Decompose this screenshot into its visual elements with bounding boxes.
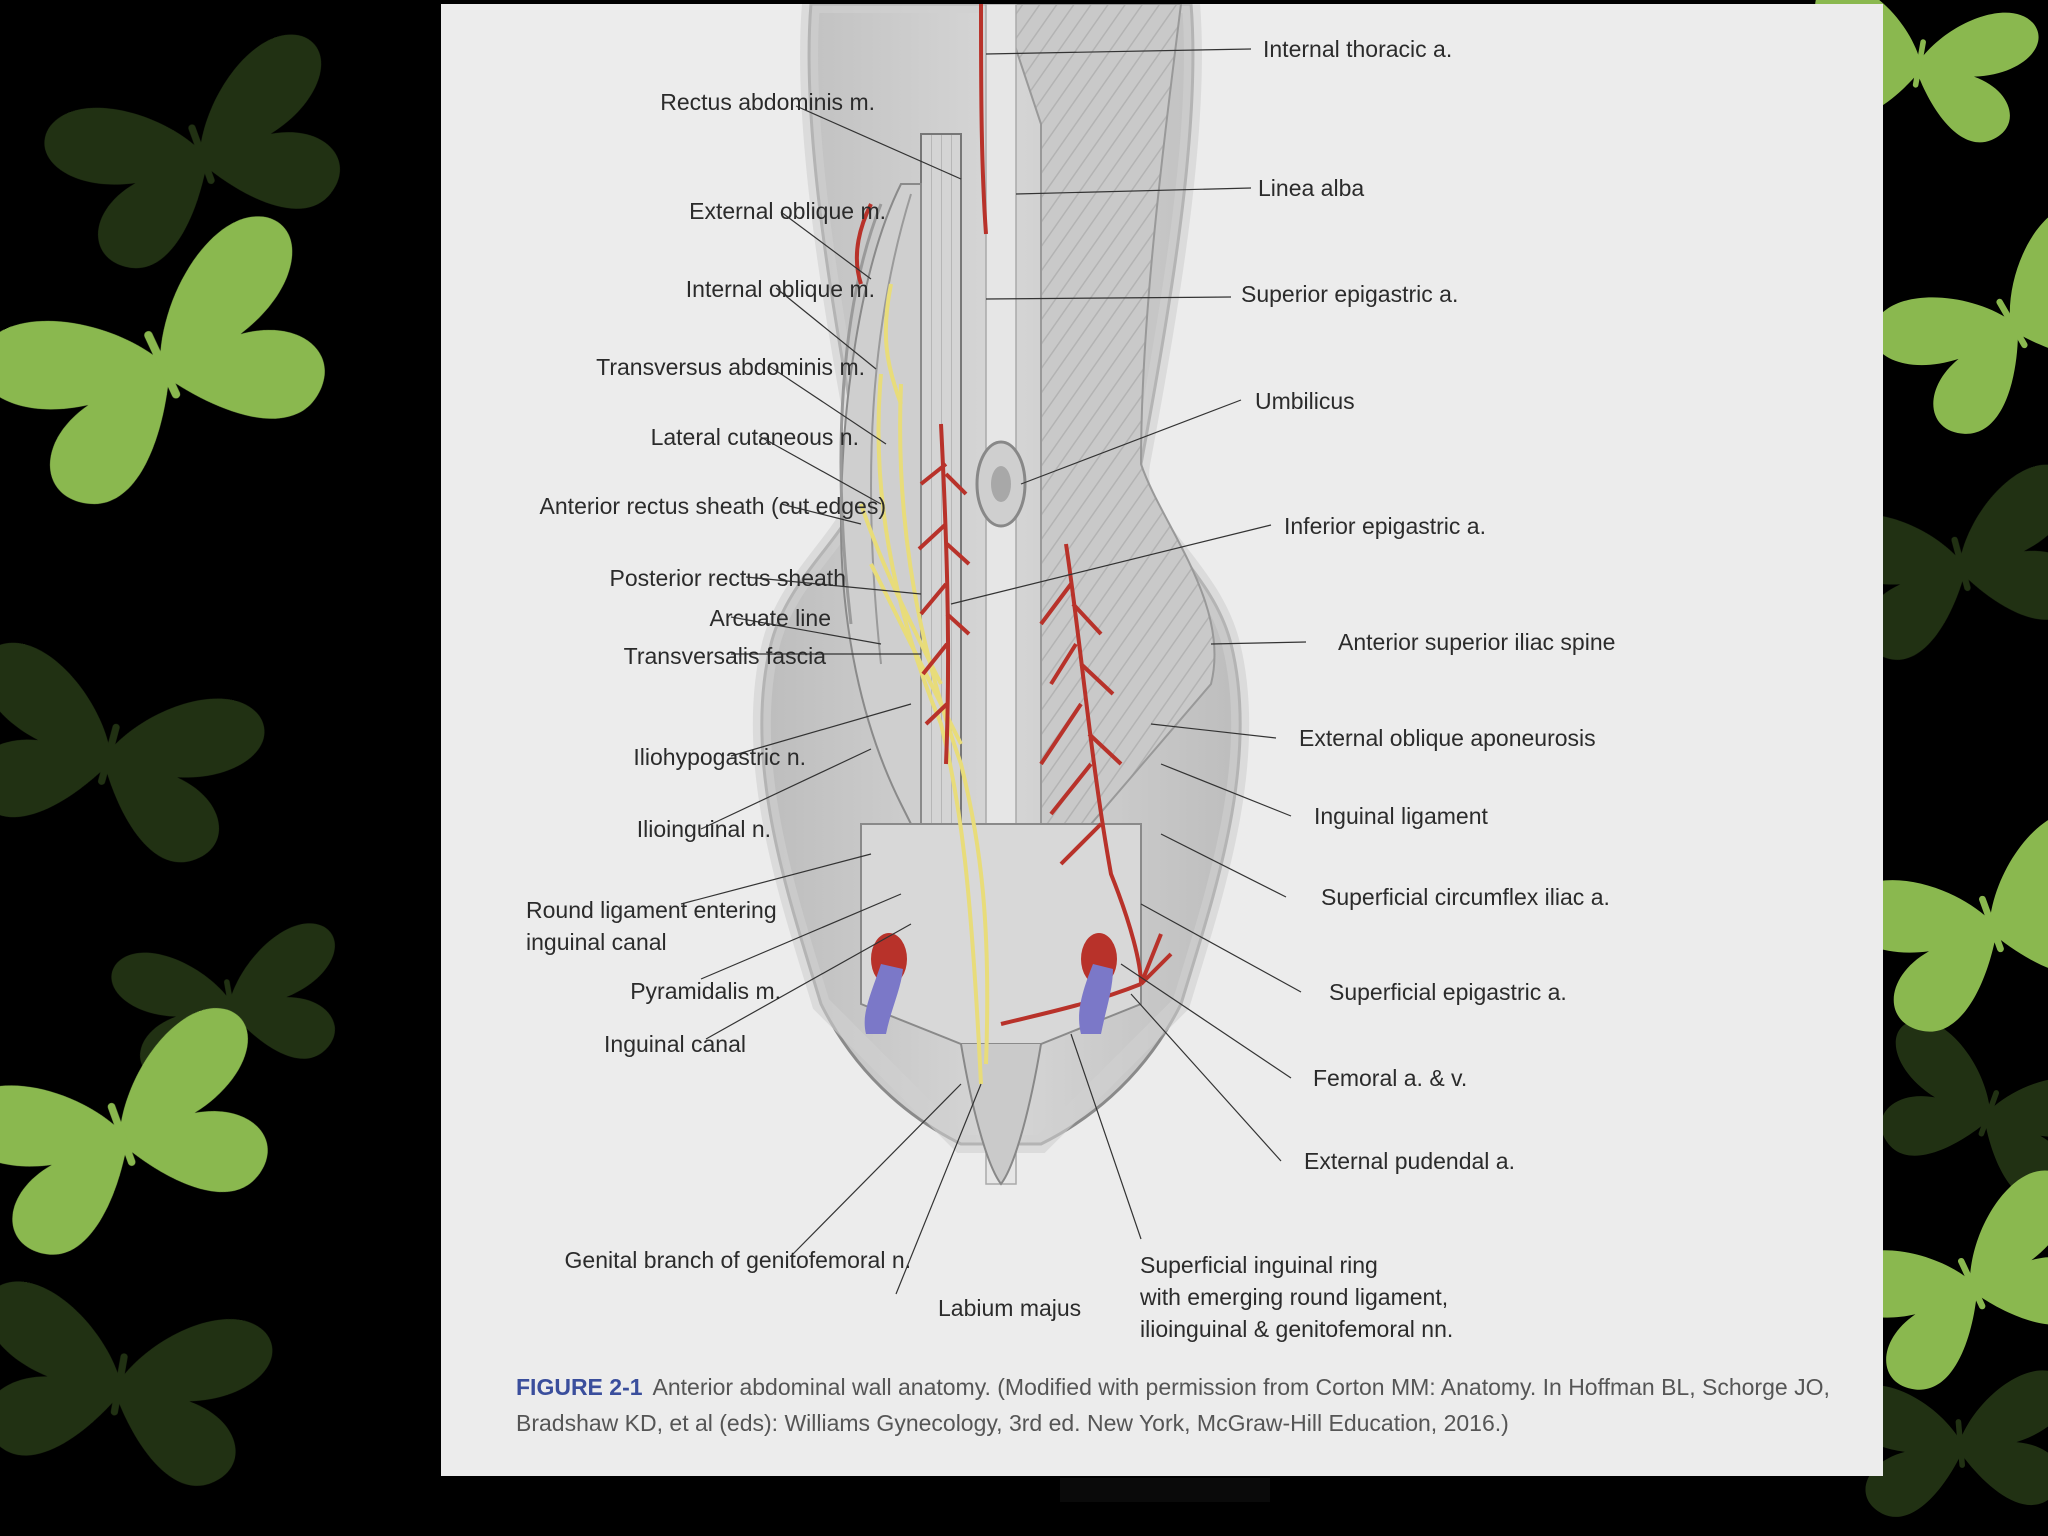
- figure-number: FIGURE 2-1: [516, 1374, 643, 1400]
- label-superficial-inguinal-ring-1: Superficial inguinal ring: [1140, 1252, 1378, 1278]
- external-oblique-muscle-right: [999, 4, 1216, 846]
- femoral-vessels-right: [1079, 933, 1117, 1034]
- label-superficial-inguinal-ring-3: ilioinguinal & genitofemoral nn.: [1140, 1316, 1453, 1342]
- label-internal-thoracic: Internal thoracic a.: [1263, 36, 1452, 62]
- label-round-ligament-1: Round ligament entering: [526, 897, 777, 923]
- label-posterior-rectus-sheath: Posterior rectus sheath: [609, 565, 846, 591]
- butterfly-icon: [0, 635, 272, 877]
- rectus-abdominis-muscle: [920, 133, 962, 845]
- lateral-wall-layers: [839, 183, 922, 845]
- label-linea-alba: Linea alba: [1258, 175, 1364, 201]
- label-pyramidalis: Pyramidalis m.: [630, 978, 781, 1004]
- label-ilioinguinal: Ilioinguinal n.: [637, 816, 771, 842]
- butterfly-icon: [1862, 193, 2048, 456]
- label-transversalis-fascia: Transversalis fascia: [624, 643, 827, 669]
- label-inferior-epigastric: Inferior epigastric a.: [1284, 513, 1486, 539]
- label-femoral-a-v: Femoral a. & v.: [1313, 1065, 1467, 1091]
- arteries: [854, 4, 1173, 1026]
- label-arcuate-line: Arcuate line: [710, 605, 831, 631]
- label-labium-majus: Labium majus: [938, 1295, 1081, 1321]
- label-external-pudendal: External pudendal a.: [1304, 1148, 1515, 1174]
- label-anterior-rectus-sheath: Anterior rectus sheath (cut edges): [540, 493, 886, 519]
- label-transversus-abdominis: Transversus abdominis m.: [596, 354, 865, 380]
- label-genital-branch: Genital branch of genitofemoral n.: [565, 1247, 911, 1273]
- label-superficial-inguinal-ring-2: with emerging round ligament,: [1139, 1284, 1448, 1310]
- caption-text: Anterior abdominal wall anatomy. (Modifi…: [516, 1374, 1830, 1436]
- femoral-vessels-left: [864, 933, 907, 1034]
- label-round-ligament-2: inguinal canal: [526, 929, 667, 955]
- label-inguinal-ligament: Inguinal ligament: [1314, 803, 1489, 829]
- label-rectus-abdominis: Rectus abdominis m.: [660, 89, 875, 115]
- leader-lines: [680, 48, 1307, 1295]
- label-internal-oblique: Internal oblique m.: [686, 276, 875, 302]
- label-inguinal-canal: Inguinal canal: [604, 1031, 746, 1057]
- butterfly-icon: [0, 203, 359, 529]
- label-superficial-circumflex-iliac: Superficial circumflex iliac a.: [1321, 884, 1610, 910]
- label-external-oblique: External oblique m.: [689, 198, 886, 224]
- butterfly-icon: [0, 1275, 278, 1496]
- label-anterior-superior-iliac-spine: Anterior superior iliac spine: [1338, 629, 1615, 655]
- label-umbilicus: Umbilicus: [1255, 388, 1355, 414]
- bottom-bar: [1060, 1478, 1270, 1502]
- butterfly-icon: [35, 25, 368, 286]
- label-iliohypogastric: Iliohypogastric n.: [633, 744, 806, 770]
- label-external-oblique-aponeurosis: External oblique aponeurosis: [1299, 725, 1596, 751]
- anatomy-illustration: Rectus abdominis m. External oblique m. …: [526, 4, 1615, 1342]
- label-lateral-cutaneous: Lateral cutaneous n.: [651, 424, 859, 450]
- label-superior-epigastric: Superior epigastric a.: [1241, 281, 1458, 307]
- figure-page: Rectus abdominis m. External oblique m. …: [441, 4, 1883, 1476]
- label-superficial-epigastric: Superficial epigastric a.: [1329, 979, 1567, 1005]
